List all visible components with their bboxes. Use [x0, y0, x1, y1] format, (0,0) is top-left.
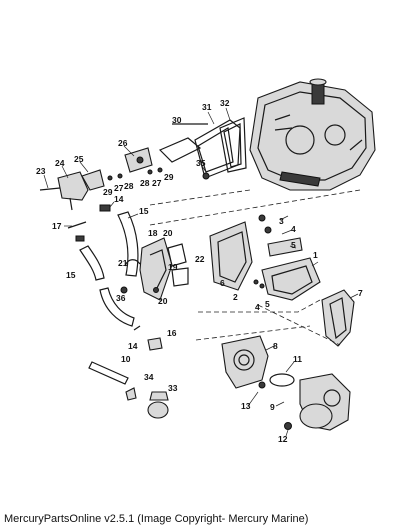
- callout-28b: 28: [140, 178, 150, 188]
- callout-33: 33: [168, 383, 178, 393]
- callout-6: 6: [220, 278, 225, 288]
- callout-5b: 5: [265, 299, 270, 309]
- callout-labels: 1 2 3 4 4 5 5 6 7 8 9 10 11 12 13 14 14 …: [36, 98, 363, 444]
- callout-28: 28: [124, 181, 134, 191]
- callout-16: 16: [167, 328, 177, 338]
- callout-3: 3: [279, 216, 284, 226]
- callout-8: 8: [273, 341, 278, 351]
- callout-7: 7: [358, 288, 363, 298]
- callout-17: 17: [52, 221, 62, 231]
- thermostat-housing-assembly: [39, 147, 210, 211]
- callout-4b: 4: [255, 302, 260, 312]
- lower-parts: [88, 325, 169, 419]
- callout-19: 19: [168, 262, 178, 272]
- callout-5: 5: [291, 240, 296, 250]
- callout-25: 25: [74, 154, 84, 164]
- callout-20b: 20: [158, 296, 168, 306]
- callout-18: 18: [148, 228, 158, 238]
- callout-11: 11: [293, 354, 302, 364]
- callout-21: 21: [118, 258, 128, 268]
- callout-34: 34: [144, 372, 154, 382]
- callout-13: 13: [241, 401, 251, 411]
- bracket-assembly: [120, 237, 189, 301]
- gasket-plates-30-32: [158, 117, 247, 179]
- alignment-lines: [149, 189, 361, 346]
- callout-24: 24: [55, 158, 65, 168]
- callout-12: 12: [278, 434, 288, 444]
- callout-2: 2: [233, 292, 238, 302]
- callout-14: 14: [114, 194, 124, 204]
- callout-26: 26: [118, 138, 128, 148]
- callout-30: 30: [172, 115, 182, 125]
- callout-10: 10: [121, 354, 131, 364]
- cover-plate-assembly: [209, 214, 355, 347]
- callout-27: 27: [114, 183, 124, 193]
- callout-36: 36: [116, 293, 126, 303]
- carburetor-assembly: [221, 335, 351, 431]
- callout-15: 15: [139, 206, 149, 216]
- callout-22: 22: [195, 254, 205, 264]
- callout-14b: 14: [128, 341, 138, 351]
- leader-lines: [43, 107, 359, 437]
- callout-1: 1: [313, 250, 318, 260]
- callout-9: 9: [270, 402, 275, 412]
- callout-15b: 15: [66, 270, 76, 280]
- exploded-parts-diagram: 1 2 3 4 4 5 5 6 7 8 9 10 11 12 13 14 14 …: [36, 78, 376, 444]
- callout-31: 31: [202, 102, 212, 112]
- callout-23: 23: [36, 166, 46, 176]
- callout-29: 29: [103, 187, 113, 197]
- callout-20: 20: [163, 228, 173, 238]
- engine-powerhead: [249, 78, 376, 191]
- callout-27b: 27: [152, 178, 162, 188]
- callout-35: 35: [196, 158, 206, 168]
- callout-4: 4: [291, 224, 296, 234]
- water-hoses: [67, 204, 139, 327]
- callout-29b: 29: [164, 172, 174, 182]
- copyright-footer: MercuryPartsOnline v2.5.1 (Image Copyrig…: [4, 513, 309, 525]
- callout-32: 32: [220, 98, 230, 108]
